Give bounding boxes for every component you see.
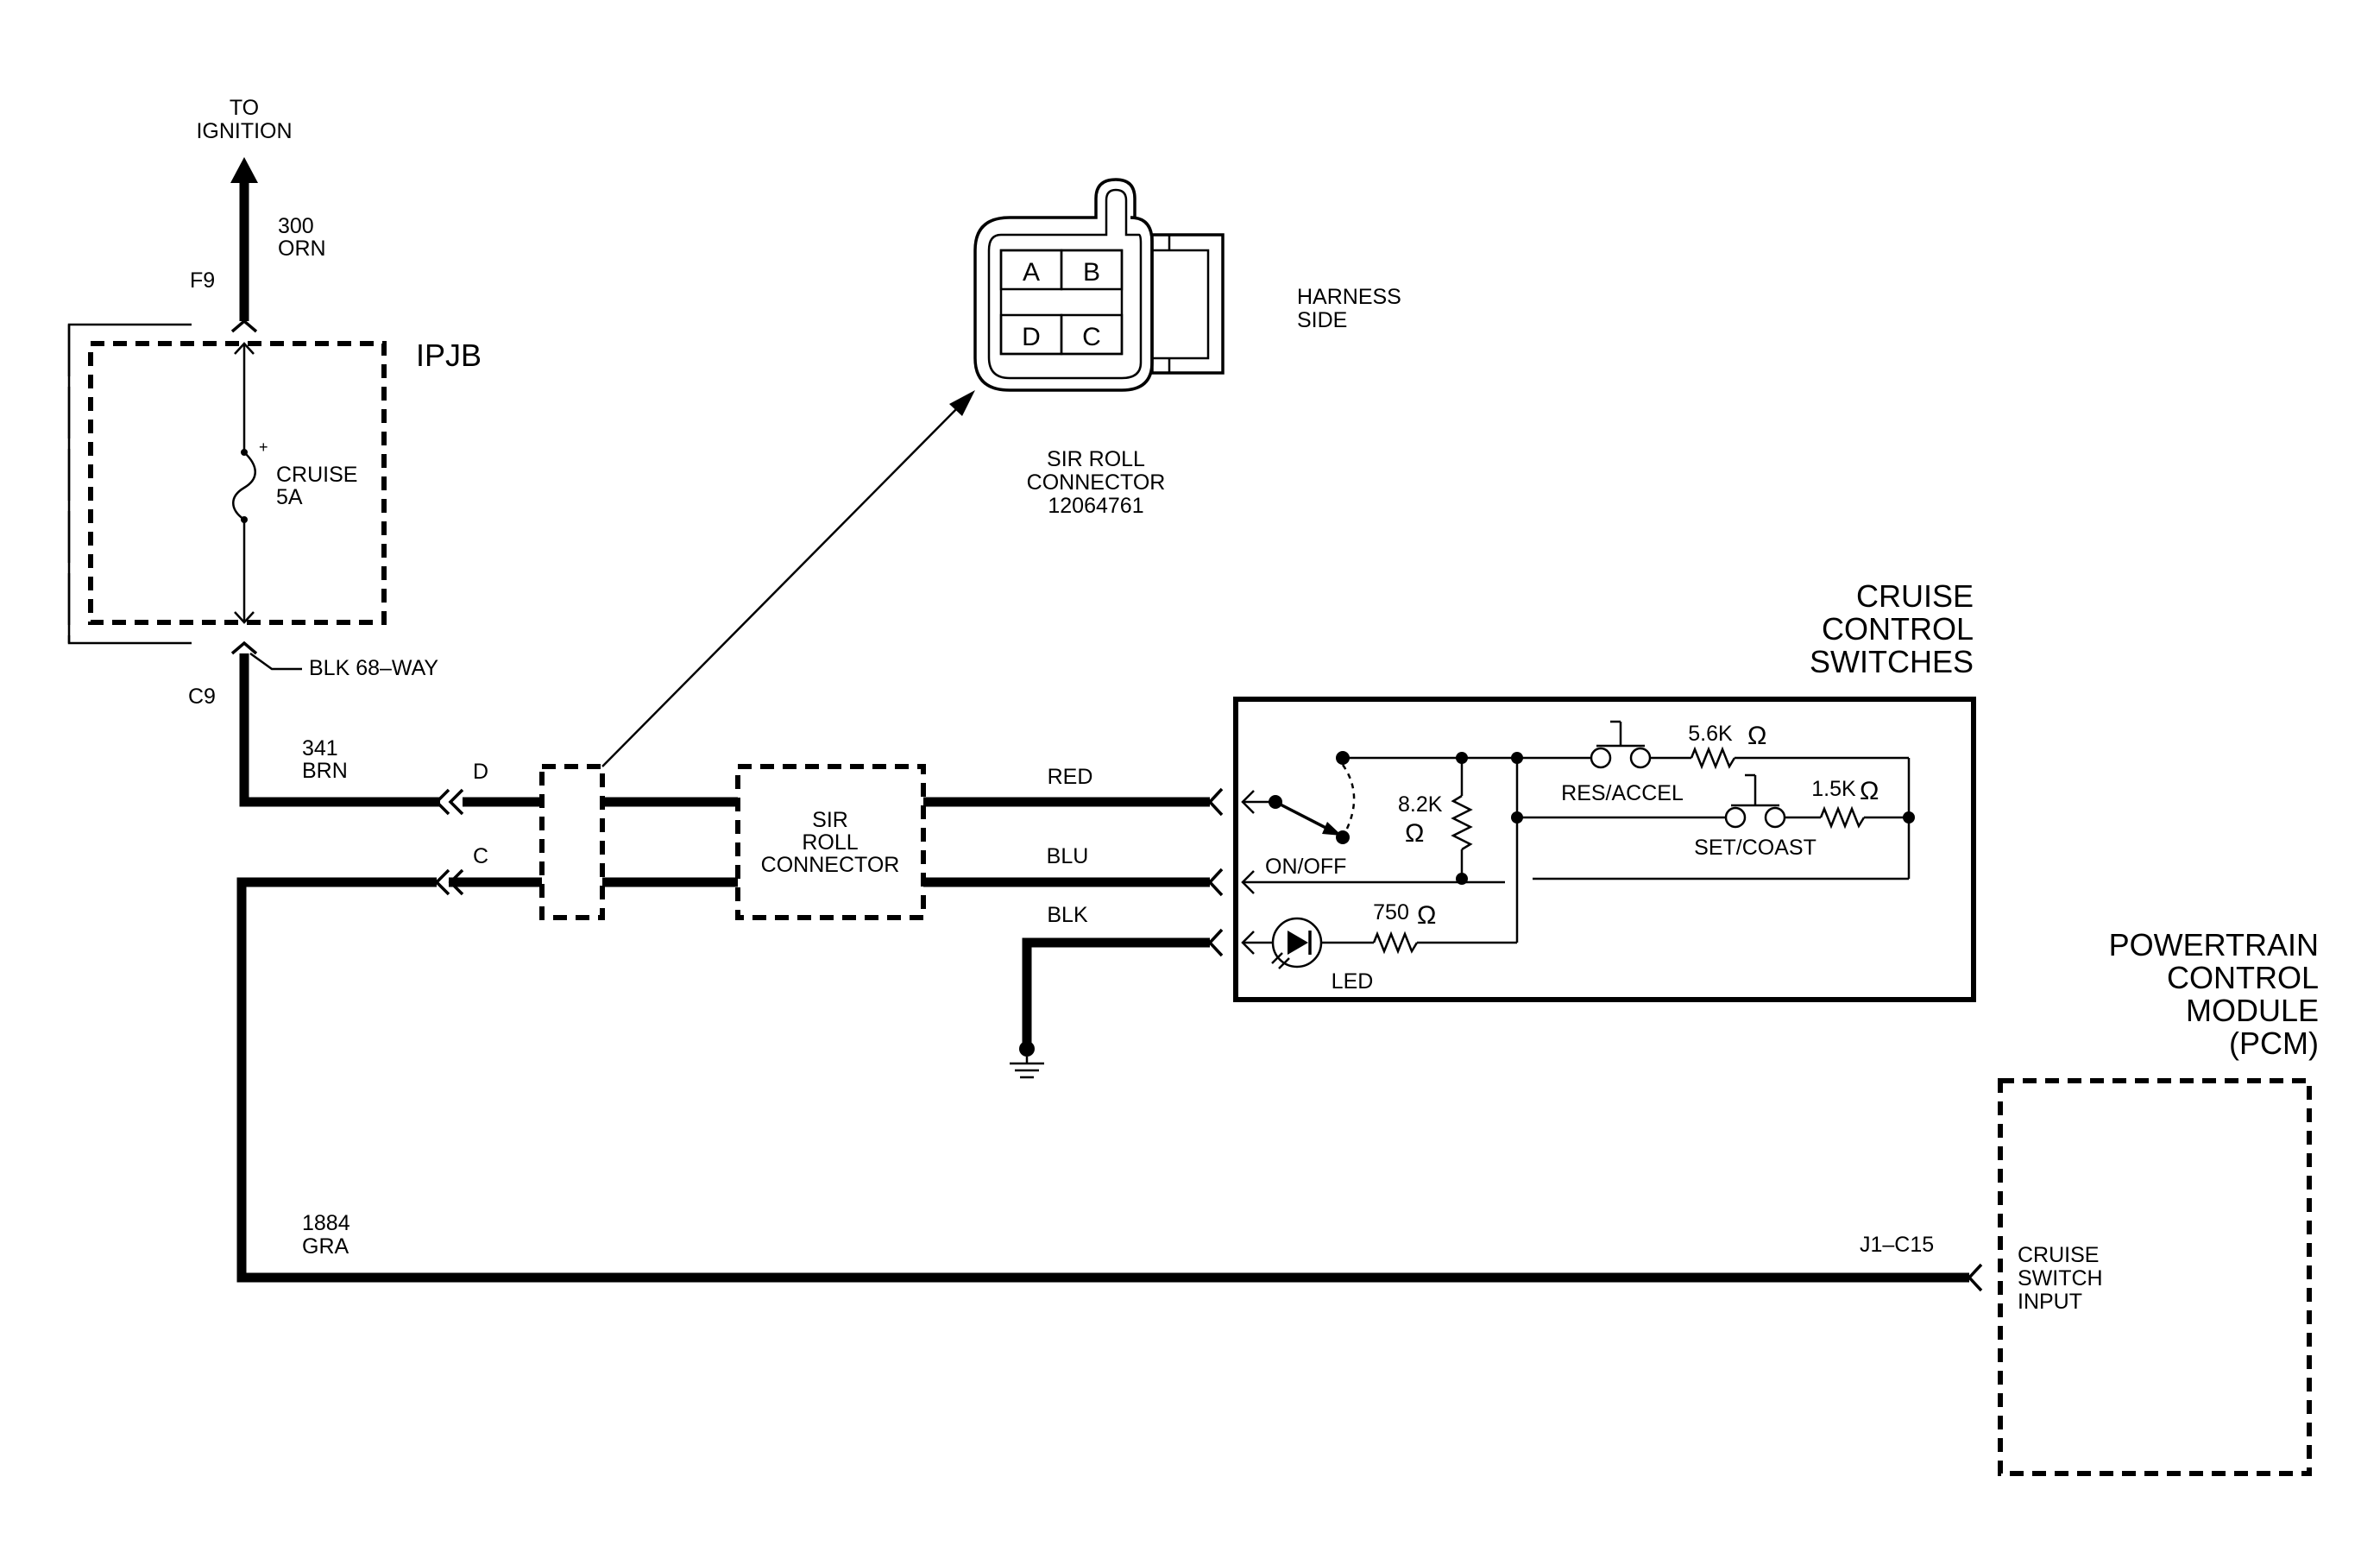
resistor-750-ohm: Ω — [1417, 901, 1436, 930]
connector-pin-a: A — [1023, 258, 1040, 287]
brn-wire-color: BRN — [302, 759, 348, 783]
wire-1884-gra — [236, 877, 1969, 1283]
gra-circuit: C 1884 GRA J1–C15 — [236, 844, 1983, 1292]
on-off-label: ON/OFF — [1265, 855, 1346, 879]
wire-blk-label: BLK — [1047, 903, 1088, 927]
resistor-8-2k — [1451, 794, 1473, 851]
fuse-rating: 5A — [276, 485, 303, 509]
wire-blk — [1022, 937, 1210, 1051]
ipjb-title: IPJB — [416, 338, 482, 373]
resistor-750 — [1372, 931, 1419, 955]
connector-pin-d: D — [1022, 323, 1041, 351]
switch-wires: RED BLU BLK — [923, 765, 1224, 1079]
cruise-switches: CRUISE CONTROL SWITCHES ON/OFF RES/ACCEL… — [1233, 578, 1976, 1002]
connector-caption-line3: 12064761 — [1048, 494, 1143, 518]
resistor-1-5k — [1819, 805, 1866, 830]
ipjb-box — [88, 341, 387, 625]
resistor-1-5k-label: 1.5K — [1811, 777, 1856, 801]
pcm: POWERTRAIN CONTROL MODULE (PCM) CRUISE S… — [1998, 927, 2319, 1476]
wire-341-brn — [239, 653, 440, 807]
ipjb-bracket — [67, 323, 192, 645]
pcm-input-line3: INPUT — [2018, 1290, 2082, 1314]
f9-terminal — [230, 319, 258, 333]
inline-connector-box — [539, 764, 605, 920]
connector-latch — [1150, 233, 1225, 375]
ipjb-pin-f9: F9 — [190, 268, 215, 293]
resistor-750-label: 750 — [1373, 900, 1409, 924]
brn-wire-circuit: 341 — [302, 736, 338, 760]
pcm-box — [1998, 1078, 2312, 1476]
switches-title-line3: SWITCHES — [1810, 644, 1974, 679]
resistor-5-6k-ohm: Ω — [1747, 722, 1766, 750]
ipjb-connector: BLK 68–WAY — [309, 656, 438, 680]
pcm-input-line1: CRUISE — [2018, 1243, 2099, 1267]
switches-box — [1233, 697, 1976, 1002]
inline-connector — [539, 390, 975, 920]
ipjb-pin-c9: C9 — [188, 685, 216, 709]
c9-terminal — [230, 641, 258, 655]
wire-blu-label: BLU — [1047, 844, 1089, 868]
fuse-icon — [232, 451, 256, 521]
pcm-title-line2: CONTROL — [2167, 960, 2319, 995]
pcm-title-line4: (PCM) — [2229, 1025, 2319, 1061]
resistor-1-5k-ohm: Ω — [1860, 777, 1879, 805]
pcm-input-line2: SWITCH — [2018, 1266, 2103, 1290]
connector-pin-c: C — [1082, 323, 1101, 351]
ipjb: IPJB + CRUISE 5A BLK 68–WAY C9 — [67, 323, 482, 709]
sir-inline-line2: ROLL — [802, 830, 858, 855]
sir-inline-line1: SIR — [812, 808, 848, 832]
connector-pin-b: B — [1083, 258, 1100, 287]
ignition-arrow-icon — [230, 157, 258, 183]
ignition-feed: TO IGNITION 300 ORN F9 — [190, 96, 326, 333]
ignition-label-line2: IGNITION — [196, 119, 292, 143]
ignition-wire-circuit: 300 — [278, 214, 314, 238]
callout-arrow-icon — [949, 390, 975, 416]
sir-inline: SIR ROLL CONNECTOR — [735, 764, 926, 920]
sir-inline-box — [735, 764, 926, 920]
connector-side-line1: HARNESS — [1297, 285, 1401, 309]
switches-title-line2: CONTROL — [1822, 611, 1974, 647]
pin-c-label: C — [473, 844, 488, 868]
resistor-5-6k — [1690, 746, 1736, 770]
pcm-title-line3: MODULE — [2186, 993, 2319, 1028]
switches-title-line1: CRUISE — [1856, 578, 1974, 614]
fuse-name: CRUISE — [276, 463, 357, 487]
resistor-5-6k-label: 5.6K — [1688, 722, 1733, 746]
connector-caption-line1: SIR ROLL — [1047, 447, 1145, 471]
resistor-8-2k-label: 8.2K — [1398, 792, 1443, 817]
res-accel-label: RES/ACCEL — [1561, 781, 1684, 805]
ignition-wire-color: ORN — [278, 237, 326, 261]
resistor-8-2k-ohm: Ω — [1405, 819, 1424, 848]
pcm-title-line1: POWERTRAIN — [2109, 927, 2319, 962]
fuse-plus: + — [259, 439, 268, 456]
led-label: LED — [1332, 969, 1374, 994]
pin-d-label: D — [473, 760, 488, 784]
pcm-pin-label: J1–C15 — [1860, 1233, 1934, 1257]
ground-icon — [1010, 1062, 1044, 1079]
connector-caption-line2: CONNECTOR — [1027, 470, 1166, 495]
connector-side-line2: SIDE — [1297, 308, 1347, 332]
sir-inline-line3: CONNECTOR — [761, 853, 900, 877]
set-coast-label: SET/COAST — [1694, 836, 1816, 860]
gra-wire-color: GRA — [302, 1234, 349, 1259]
gra-wire-circuit: 1884 — [302, 1211, 350, 1235]
callout-line — [601, 398, 967, 767]
wire-red-label: RED — [1048, 765, 1093, 789]
ignition-label-line1: TO — [230, 96, 259, 120]
brn-circuit: 341 BRN D — [239, 653, 542, 816]
sir-connector-detail: A B D C HARNESS SIDE SIR ROLL CONNECTOR … — [973, 178, 1401, 518]
